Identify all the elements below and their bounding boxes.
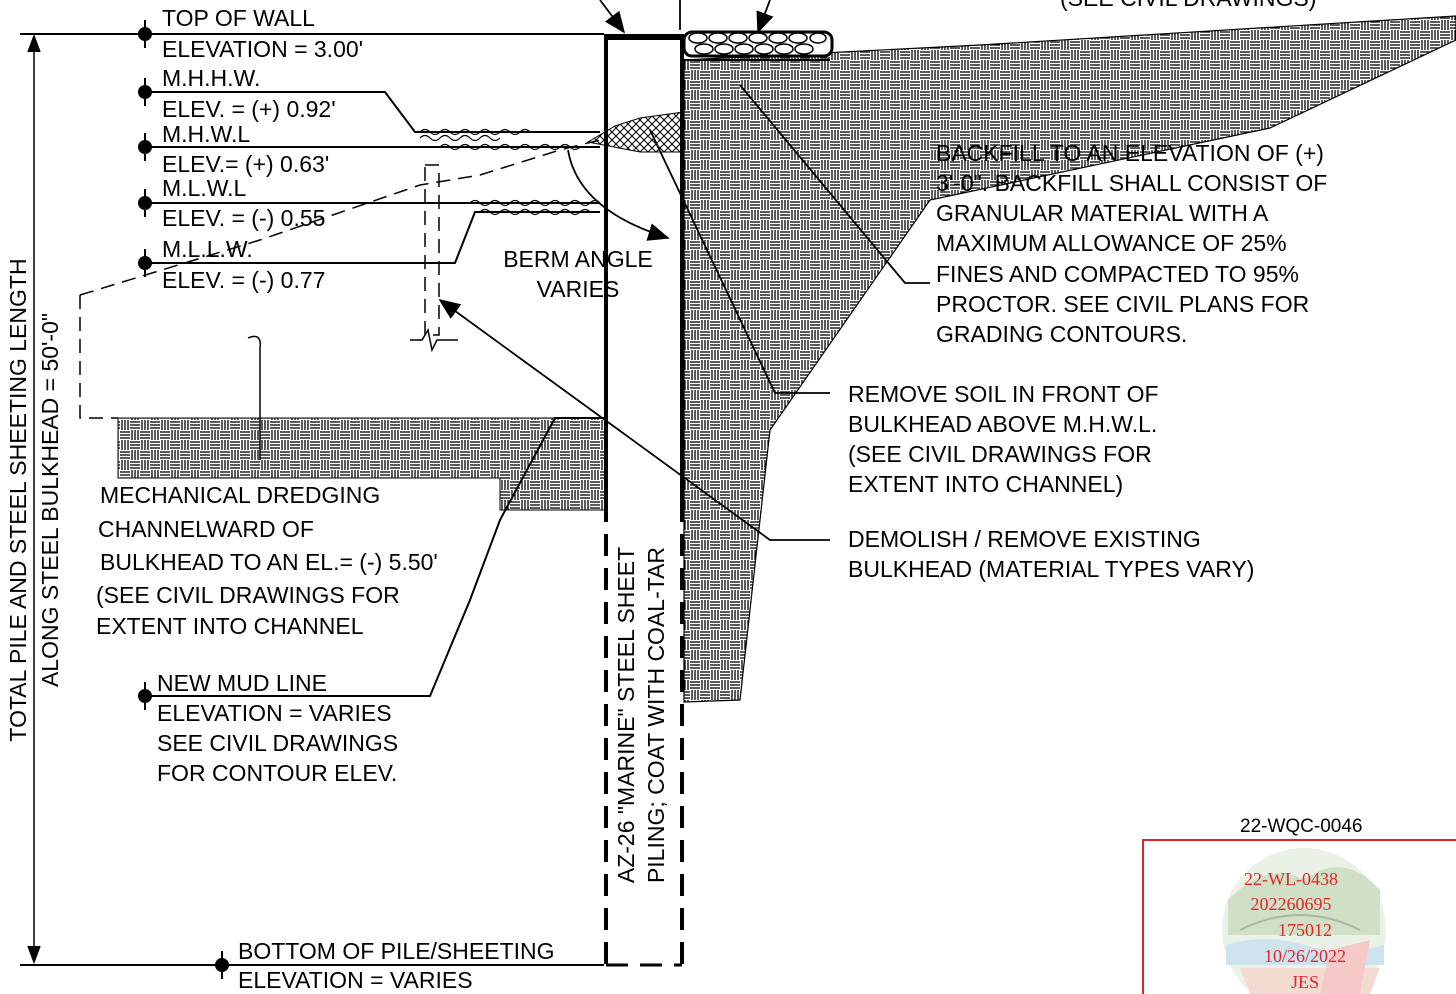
remove-soil-note: REMOVE SOIL IN FRONT OF BULKHEAD ABOVE M… [848,381,1159,497]
mlwl-value: ELEV. = (-) 0.55 [162,205,325,231]
mllw-title: M.L.L.W. [162,236,253,262]
backfill-soil [683,15,1456,703]
mhhw-value: ELEV. = (+) 0.92' [162,96,336,122]
dimension-label-line-1: TOTAL PILE AND STEEL SHEETING LENGTH [5,258,31,741]
new-mud-line-line-1: ELEVATION = VARIES [157,700,392,726]
dimension-label: TOTAL PILE AND STEEL SHEETING LENGTH ALO… [5,258,63,741]
berm-angle-label: BERM ANGLE VARIES [503,246,653,302]
mhhw-title: M.H.H.W. [162,65,260,91]
top-of-wall-value: ELEVATION = 3.00' [162,36,363,62]
dredging-line-2: CHANNELWARD OF [98,516,314,542]
mlwl-title: M.L.W.L [162,175,247,201]
remove-soil-line-3: (SEE CIVIL DRAWINGS FOR [848,441,1152,467]
berm-angle-line-1: BERM ANGLE [503,246,653,272]
remove-soil-line-2: BULKHEAD ABOVE M.H.W.L. [848,411,1157,437]
backfill-line-1: BACKFILL TO AN ELEVATION OF (+) [936,140,1324,166]
berm-soil [586,111,685,153]
sheet-pile-label: AZ-26 "MARINE" STEEL SHEET PILING; COAT … [610,525,678,905]
backfill-note: BACKFILL TO AN ELEVATION OF (+) 3'-0". B… [936,140,1327,347]
mhwl-title: M.H.W.L [162,121,250,147]
bottom-of-pile-value: ELEVATION = VARIES [238,967,473,993]
sheet-pile [604,34,830,967]
existing-bulkhead-break [247,327,458,460]
demolish-line-1: DEMOLISH / REMOVE EXISTING [848,526,1201,552]
backfill-line-6: PROCTOR. SEE CIVIL PLANS FOR [936,291,1309,317]
top-of-wall-title: TOP OF WALL [162,5,315,31]
sheet-pile-line-2: PILING; COAT WITH COAL-TAR [643,547,669,883]
dredging-line-4: (SEE CIVIL DRAWINGS FOR [96,582,400,608]
existing-bulkhead-outline [79,139,601,419]
backfill-line-4: MAXIMUM ALLOWANCE OF 25% [936,230,1287,256]
dredging-line-5: EXTENT INTO CHANNEL [96,613,364,639]
dredging-note: MECHANICAL DREDGING CHANNELWARD OF BULKH… [96,482,438,639]
total-length-dimension [27,33,41,965]
new-mud-line-title: NEW MUD LINE [157,670,327,696]
remove-soil-line-4: EXTENT INTO CHANNEL) [848,471,1123,497]
top-note: (SEE CIVIL DRAWINGS) [1060,0,1316,11]
dredging-line-1: MECHANICAL DREDGING [100,482,380,508]
elevation-labels: (SEE CIVIL DRAWINGS) TOP OF WALL ELEVATI… [157,0,1316,993]
stamp-line-4: 10/26/2022 [1264,946,1346,966]
bottom-of-pile-title: BOTTOM OF PILE/SHEETING [238,938,555,964]
new-mud-line-line-2: SEE CIVIL DRAWINGS [157,730,398,756]
permit-number: 22-WQC-0046 [1240,816,1363,837]
demolish-note: DEMOLISH / REMOVE EXISTING BULKHEAD (MAT… [848,526,1254,582]
approval-seal [1222,848,1386,994]
approval-stamp-box [1142,839,1456,994]
dredging-line-3: BULKHEAD TO AN EL.= (-) 5.50' [100,549,438,575]
new-mud-line-line-3: FOR CONTOUR ELEV. [157,760,397,786]
backfill-line-5: FINES AND COMPACTED TO 95% [936,261,1299,287]
dimension-label-line-2: ALONG STEEL BULKHEAD = 50'-0" [37,313,63,687]
mhwl-value: ELEV.= (+) 0.63' [162,151,329,177]
demolish-line-2: BULKHEAD (MATERIAL TYPES VARY) [848,556,1254,582]
backfill-line-7: GRADING CONTOURS. [936,321,1187,347]
elevation-lines [20,33,606,966]
stone-cap [682,30,834,58]
remove-soil-line-1: REMOVE SOIL IN FRONT OF [848,381,1159,407]
mllw-value: ELEV. = (-) 0.77 [162,267,325,293]
sheet-pile-line-1: AZ-26 "MARINE" STEEL SHEET [613,547,639,883]
stamp-line-1: 22-WL-0438 [1244,869,1338,889]
water-lines [419,128,601,216]
leader-lines [438,0,930,541]
berm-angle-line-2: VARIES [537,276,620,302]
approval-stamp-text: 22-WL-0438 202260695 175012 10/26/2022 J… [1244,869,1346,992]
stamp-line-2: 202260695 [1251,894,1332,914]
backfill-line-2: 3'-0". BACKFILL SHALL CONSIST OF [936,170,1327,196]
elevation-marker-symbols [138,20,229,979]
backfill-line-3: GRANULAR MATERIAL WITH A [936,200,1269,226]
stamp-line-5: JES [1291,972,1319,992]
stamp-line-3: 175012 [1278,920,1332,940]
